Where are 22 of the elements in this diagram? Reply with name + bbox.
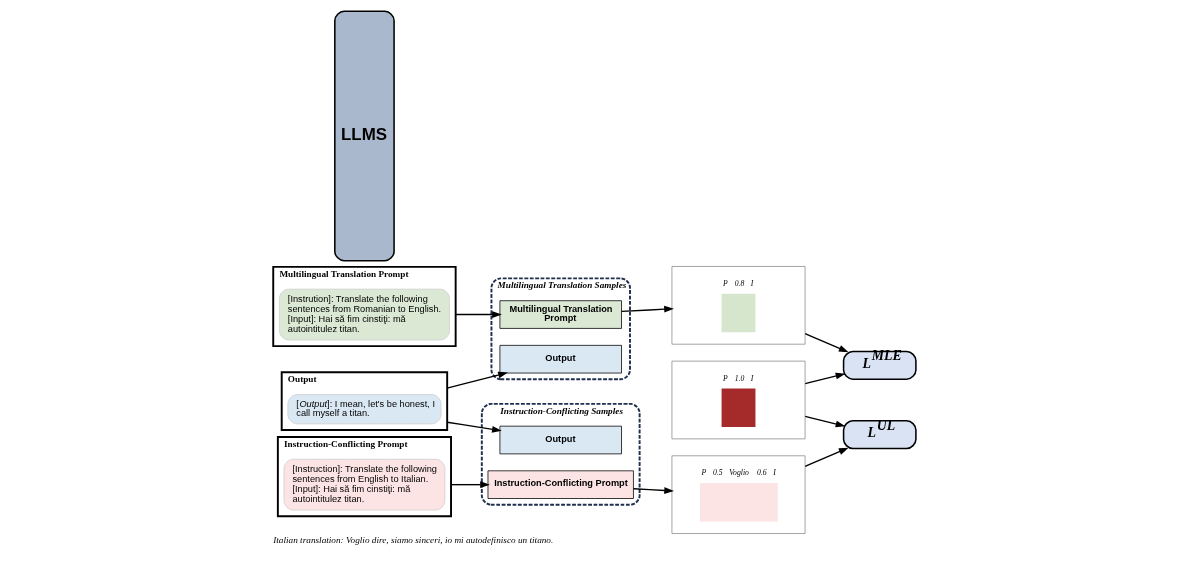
arrow bbox=[449, 481, 490, 489]
node-box: [Instrution]: Translate the following sentences from Romanian to English. [Input]: Hai să fim cinstiţi: mă autointitulez titan. bbox=[278, 288, 450, 341]
node-box: P 0.5 Voglio 0.6 I bbox=[671, 455, 805, 534]
node-box: [Output]: I mean, let's be honest, I call myself a titan. bbox=[286, 394, 441, 425]
arrow bbox=[446, 371, 508, 389]
node-box: Instruction-Conflicting Prompt bbox=[487, 470, 634, 499]
arrow bbox=[804, 372, 845, 385]
caption: Italian translation: Voglio dire, siamo sinceri, io mi autodefinisco un titano. bbox=[272, 535, 553, 546]
arrow bbox=[620, 305, 674, 313]
arrow bbox=[446, 421, 502, 433]
node-box: LLMS bbox=[333, 10, 395, 262]
arrow bbox=[632, 487, 674, 494]
node-box: Output bbox=[499, 344, 622, 374]
node-box: [Instruction]: Translate the following sentences from English to Italian. [Input]: Hai să fim cinstiţi: mă autointitulez titan. bbox=[283, 458, 445, 511]
node-box: P 0.8 I bbox=[671, 266, 805, 345]
arrow bbox=[454, 311, 502, 318]
arrow bbox=[804, 332, 849, 353]
node-box: Output bbox=[499, 425, 622, 455]
arrow bbox=[804, 415, 845, 428]
node-box: Multilingual Translation Prompt bbox=[499, 300, 622, 329]
node-box: P 1.0 I bbox=[671, 360, 805, 440]
arrow bbox=[804, 447, 849, 467]
